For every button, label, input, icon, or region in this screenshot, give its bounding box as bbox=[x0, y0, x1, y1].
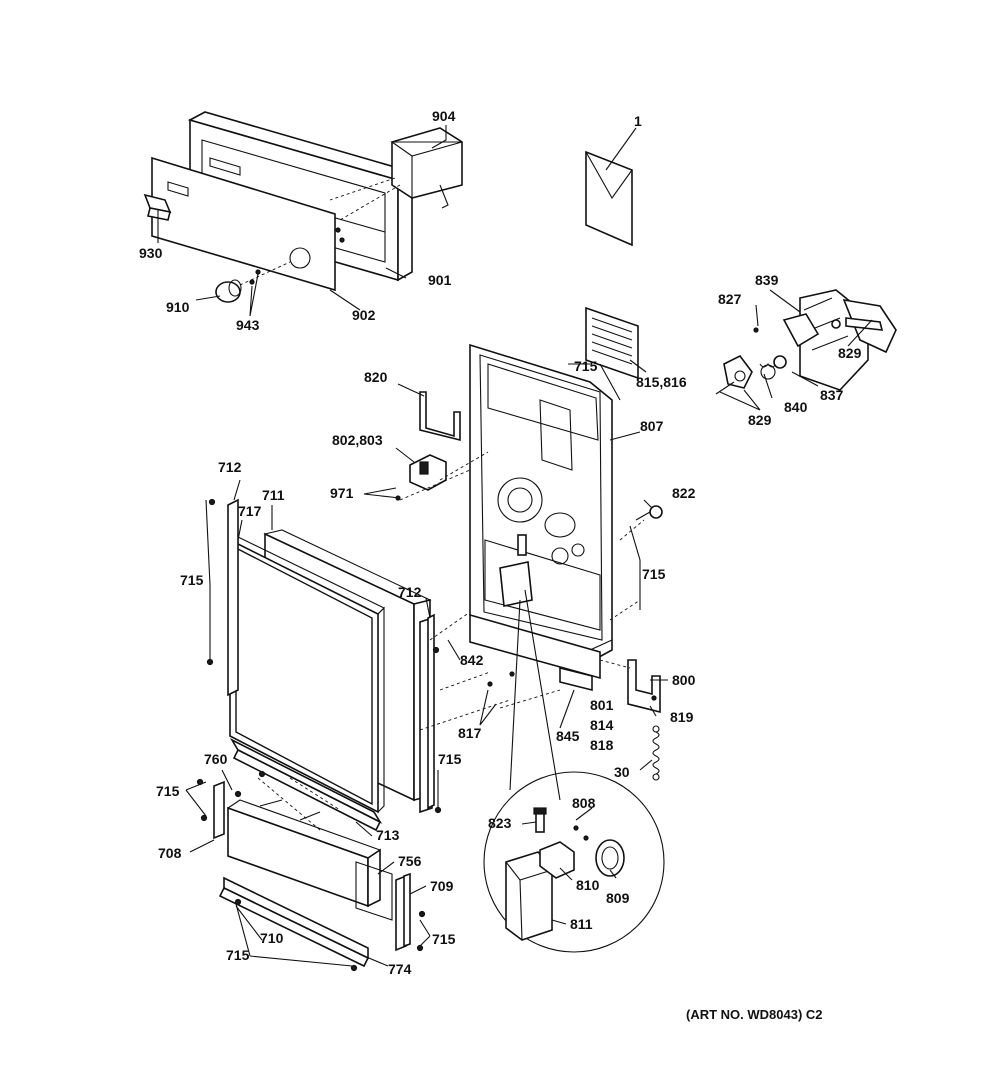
label-814: 814 bbox=[590, 717, 614, 733]
label-811: 811 bbox=[570, 916, 593, 932]
door-spring bbox=[652, 725, 660, 781]
label-801: 801 bbox=[590, 697, 614, 713]
side-trim-left bbox=[227, 498, 239, 697]
trim-709 bbox=[395, 872, 411, 952]
label-808: 808 bbox=[572, 795, 596, 811]
detail-inset bbox=[483, 589, 665, 953]
label-710: 710 bbox=[260, 930, 284, 946]
literature-envelope bbox=[585, 150, 633, 247]
fastener-822 bbox=[635, 505, 663, 521]
label-809: 809 bbox=[606, 890, 630, 906]
art-number: (ART NO. WD8043) C2 bbox=[686, 1007, 823, 1022]
detergent-dispenser bbox=[499, 534, 585, 607]
label-822: 822 bbox=[672, 485, 696, 501]
hinge-bracket bbox=[627, 659, 661, 714]
switch-button bbox=[143, 193, 172, 221]
inner-door-panel bbox=[469, 343, 613, 680]
knob bbox=[215, 261, 291, 303]
label-910: 910 bbox=[166, 299, 190, 315]
label-715-mid: 715 bbox=[438, 751, 462, 767]
label-815-816: 815,816 bbox=[636, 374, 687, 390]
label-800: 800 bbox=[672, 672, 696, 688]
label-713: 713 bbox=[376, 827, 400, 843]
label-802-803: 802,803 bbox=[332, 432, 383, 448]
vent-grille bbox=[585, 306, 639, 380]
bottom-trim-713 bbox=[229, 738, 383, 832]
label-717: 717 bbox=[238, 503, 262, 519]
label-971: 971 bbox=[330, 485, 354, 501]
label-819: 819 bbox=[670, 709, 694, 725]
label-715-left: 715 bbox=[180, 572, 204, 588]
label-807: 807 bbox=[640, 418, 664, 434]
label-837: 837 bbox=[820, 387, 844, 403]
label-756: 756 bbox=[398, 853, 422, 869]
label-827: 827 bbox=[718, 291, 742, 307]
label-823: 823 bbox=[488, 815, 512, 831]
label-810: 810 bbox=[576, 877, 600, 893]
label-943: 943 bbox=[236, 317, 260, 333]
door-latch bbox=[409, 454, 447, 491]
assembly-lines bbox=[257, 451, 645, 831]
label-902: 902 bbox=[352, 307, 376, 323]
label-845: 845 bbox=[556, 728, 580, 744]
label-715-top: 715 bbox=[574, 358, 598, 374]
screw-dots bbox=[196, 495, 657, 972]
label-817: 817 bbox=[458, 725, 482, 741]
label-829-top: 829 bbox=[838, 345, 862, 361]
door-skin bbox=[229, 535, 385, 814]
label-715-lower-right: 715 bbox=[432, 931, 456, 947]
bracket-820 bbox=[419, 391, 461, 442]
label-712-right: 712 bbox=[398, 584, 422, 600]
label-711: 711 bbox=[262, 487, 285, 503]
label-818: 818 bbox=[590, 737, 614, 753]
timer-module bbox=[329, 127, 463, 221]
label-820: 820 bbox=[364, 369, 388, 385]
label-760: 760 bbox=[204, 751, 228, 767]
label-30: 30 bbox=[614, 764, 630, 780]
screws-943 bbox=[249, 269, 261, 285]
label-715-right: 715 bbox=[642, 566, 666, 582]
label-842: 842 bbox=[460, 652, 484, 668]
label-774: 774 bbox=[388, 961, 412, 977]
label-829-bottom: 829 bbox=[748, 412, 772, 428]
label-715-bottom: 715 bbox=[226, 947, 250, 963]
toe-kick-panel bbox=[226, 799, 393, 921]
label-840: 840 bbox=[784, 399, 808, 415]
label-712-left: 712 bbox=[218, 459, 242, 475]
label-1: 1 bbox=[634, 113, 642, 129]
vent-fan-assembly bbox=[715, 289, 897, 395]
label-901: 901 bbox=[428, 272, 452, 288]
label-839: 839 bbox=[755, 272, 779, 288]
label-709: 709 bbox=[430, 878, 454, 894]
label-904: 904 bbox=[432, 108, 456, 124]
label-715-lower-left: 715 bbox=[156, 783, 180, 799]
side-trim-right bbox=[419, 613, 435, 814]
label-708: 708 bbox=[158, 845, 182, 861]
control-panel-console bbox=[187, 111, 415, 282]
leader-lines bbox=[157, 125, 873, 967]
trim-708 bbox=[213, 780, 225, 840]
bracket-845 bbox=[559, 666, 593, 692]
part-labels: 904 1 930 901 910 943 902 839 827 829 84… bbox=[139, 108, 862, 1022]
label-930: 930 bbox=[139, 245, 163, 261]
